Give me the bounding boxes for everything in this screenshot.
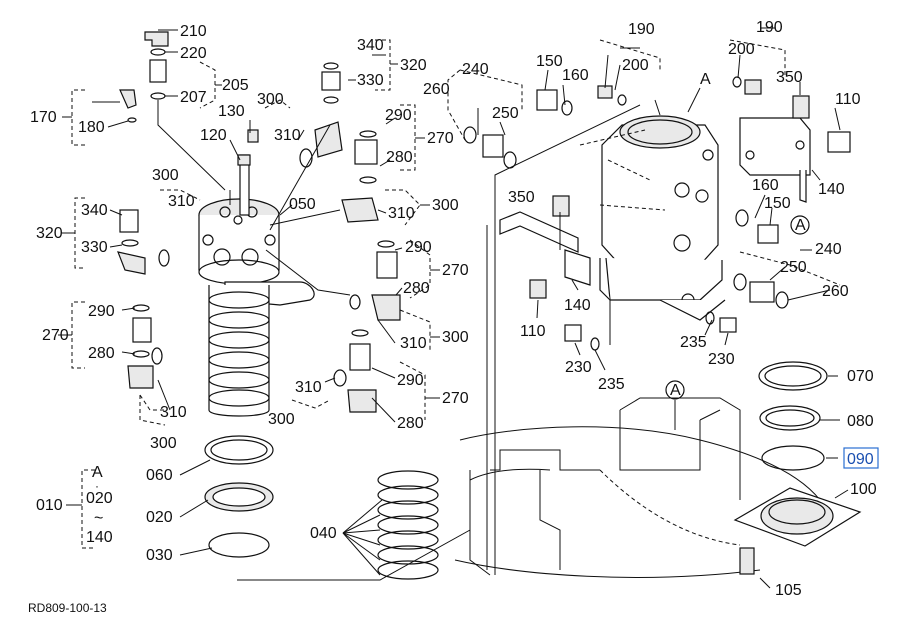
label-220: 220 bbox=[180, 45, 207, 62]
label-010: 010 bbox=[36, 497, 63, 514]
label-310-a: 310 bbox=[388, 205, 415, 222]
dot-separator: · bbox=[95, 479, 99, 493]
label-200-b: 200 bbox=[728, 41, 755, 58]
tilde-separator: ~ bbox=[94, 510, 103, 527]
label-300-a: 300 bbox=[432, 197, 459, 214]
label-270-a: 270 bbox=[427, 130, 454, 147]
label-140-c: 140 bbox=[564, 297, 591, 314]
label-110-b: 110 bbox=[520, 323, 546, 340]
label-310-b: 310 bbox=[400, 335, 427, 352]
label-200-a: 200 bbox=[622, 57, 649, 74]
label-320-top: 320 bbox=[400, 57, 427, 74]
label-310-c: 310 bbox=[295, 379, 322, 396]
label-190-a: 190 bbox=[628, 21, 655, 38]
label-260-b: 260 bbox=[822, 283, 849, 300]
label-330-top: 330 bbox=[357, 72, 384, 89]
reference-markers-a bbox=[665, 215, 810, 400]
label-260-a: 260 bbox=[423, 81, 450, 98]
rotary-manifold-block bbox=[599, 115, 726, 321]
label-235-a: 235 bbox=[680, 334, 707, 351]
label-290-d: 290 bbox=[88, 303, 115, 320]
label-020-range: 020 bbox=[86, 490, 113, 507]
label-140-range: 140 bbox=[86, 529, 113, 546]
fittings-left bbox=[117, 31, 170, 389]
label-270-b: 270 bbox=[442, 262, 469, 279]
label-250-b: 250 bbox=[780, 259, 807, 276]
label-320-left: 320 bbox=[36, 225, 63, 242]
label-205: 205 bbox=[222, 77, 249, 94]
label-040: 040 bbox=[310, 525, 337, 542]
label-240-b: 240 bbox=[815, 241, 842, 258]
label-170: 170 bbox=[30, 109, 57, 126]
label-150-a: 150 bbox=[536, 53, 563, 70]
label-340-left: 340 bbox=[81, 202, 108, 219]
label-280-c: 280 bbox=[397, 415, 424, 432]
highlight-box-090[interactable] bbox=[843, 447, 879, 469]
label-a-marker-1: A bbox=[795, 217, 806, 234]
part-labels: 210 220 205 207 170 180 130 120 300 310 … bbox=[28, 19, 879, 615]
label-160-b: 160 bbox=[752, 177, 779, 194]
fittings-right bbox=[463, 76, 851, 351]
label-330-left: 330 bbox=[81, 239, 108, 256]
label-105: 105 bbox=[775, 582, 802, 599]
label-340-top: 340 bbox=[357, 37, 384, 54]
label-250-a: 250 bbox=[492, 105, 519, 122]
label-190-b: 190 bbox=[756, 19, 783, 36]
label-020: 020 bbox=[146, 509, 173, 526]
label-300-top: 300 bbox=[257, 91, 284, 108]
seal-set-bottom-left bbox=[204, 435, 274, 558]
label-150-b: 150 bbox=[764, 195, 791, 212]
label-130: 130 bbox=[218, 103, 245, 120]
label-280-b: 280 bbox=[403, 280, 430, 297]
label-207: 207 bbox=[180, 89, 207, 106]
label-290-a: 290 bbox=[385, 107, 412, 124]
bracket-140-center bbox=[499, 211, 591, 286]
o-ring-stack-040 bbox=[237, 470, 471, 581]
label-350-b: 350 bbox=[508, 189, 535, 206]
label-060: 060 bbox=[146, 467, 173, 484]
label-a-010: A bbox=[92, 464, 103, 481]
label-310-top: 310 bbox=[274, 127, 301, 144]
label-310-left-top: 310 bbox=[168, 193, 195, 210]
label-140-b: 140 bbox=[818, 181, 845, 198]
label-120: 120 bbox=[200, 127, 227, 144]
label-240-a: 240 bbox=[462, 61, 489, 78]
label-300-b: 300 bbox=[442, 329, 469, 346]
label-050: 050 bbox=[289, 196, 316, 213]
flange-cover-100 bbox=[733, 487, 862, 575]
label-280-a: 280 bbox=[386, 149, 413, 166]
label-070: 070 bbox=[847, 368, 874, 385]
label-030: 030 bbox=[146, 547, 173, 564]
label-310-d: 310 bbox=[160, 404, 187, 421]
label-210: 210 bbox=[180, 23, 207, 40]
label-180: 180 bbox=[78, 119, 105, 136]
bracket-140-right bbox=[739, 117, 811, 203]
label-160-a: 160 bbox=[562, 67, 589, 84]
diagram-ref-code: RD809-100-13 bbox=[28, 601, 107, 615]
swivel-joint-body bbox=[198, 129, 315, 417]
label-290-c: 290 bbox=[397, 372, 424, 389]
label-230-b: 230 bbox=[565, 359, 592, 376]
label-230-a: 230 bbox=[708, 351, 735, 368]
label-a-body: A bbox=[700, 71, 711, 88]
label-080: 080 bbox=[847, 413, 874, 430]
label-100: 100 bbox=[850, 481, 877, 498]
label-300-c: 300 bbox=[268, 411, 295, 428]
leader-lines bbox=[58, 27, 849, 589]
label-350-a: 350 bbox=[776, 69, 803, 86]
ring-set-right bbox=[758, 361, 828, 471]
label-090-highlighted[interactable]: 090 bbox=[847, 451, 874, 468]
label-270-c: 270 bbox=[442, 390, 469, 407]
label-235-b: 235 bbox=[598, 376, 625, 393]
label-a-marker-2: A bbox=[670, 382, 681, 399]
label-110-a: 110 bbox=[835, 91, 861, 108]
label-270-d: 270 bbox=[42, 327, 69, 344]
label-300-left-top: 300 bbox=[152, 167, 179, 184]
label-280-d: 280 bbox=[88, 345, 115, 362]
label-300-d: 300 bbox=[150, 435, 177, 452]
label-290-b: 290 bbox=[405, 239, 432, 256]
